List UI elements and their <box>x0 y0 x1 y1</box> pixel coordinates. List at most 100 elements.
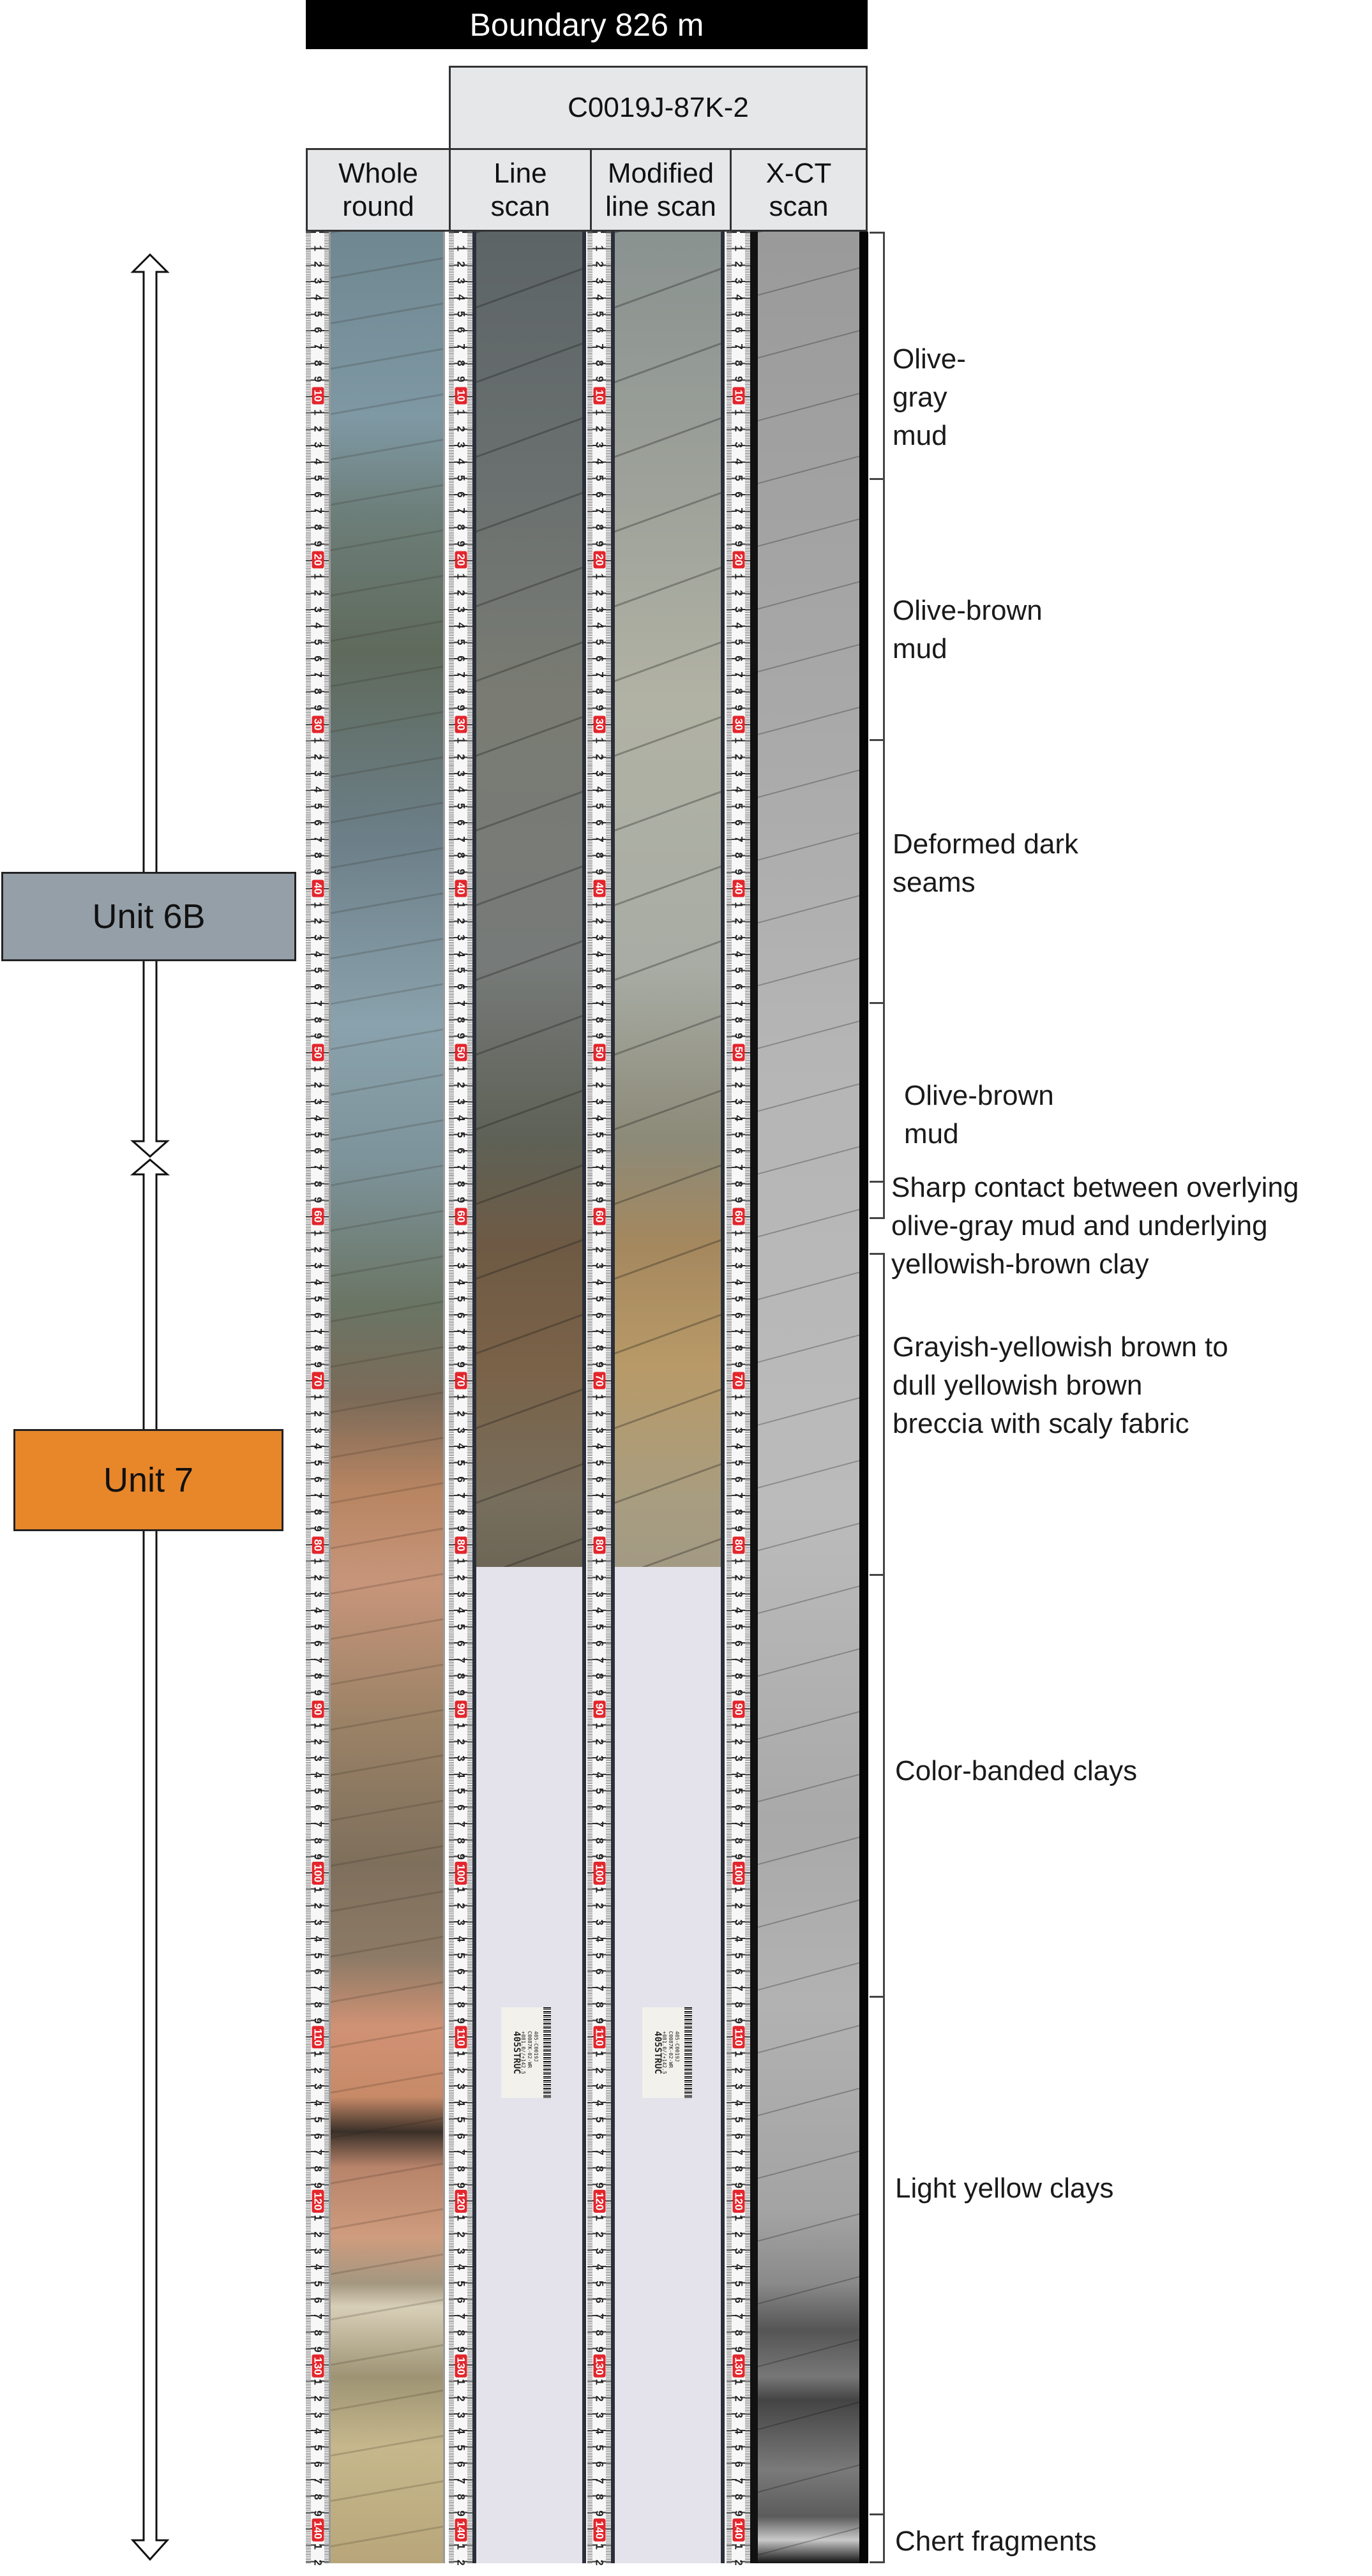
ruler-digit: 9 <box>732 540 744 547</box>
ruler-digit: 2 <box>455 2395 467 2402</box>
ruler-digit: 2 <box>455 425 467 432</box>
ruler-digit: 9 <box>455 2346 467 2353</box>
ruler-digit: 2 <box>732 1082 744 1089</box>
ruler-digit: 6 <box>455 1476 467 1483</box>
ruler-digit: 5 <box>455 1952 467 1959</box>
ruler-digit: 6 <box>593 1476 605 1483</box>
ruler-digit: 3 <box>593 1262 605 1269</box>
ruler-digit: 8 <box>312 1345 324 1351</box>
ruler-digit: 9 <box>593 1853 605 1860</box>
ruler-digit: 4 <box>312 2428 324 2435</box>
ruler-major-label: 130 <box>593 2354 605 2378</box>
ruler-digit: 2 <box>455 1411 467 1417</box>
ruler-digit: 8 <box>455 1016 467 1023</box>
ruler-digit: 7 <box>732 835 744 842</box>
ruler-digit: 1 <box>732 901 744 908</box>
ruler-digit: 5 <box>593 1296 605 1302</box>
ruler-digit: 4 <box>312 294 324 301</box>
ruler-major-label: 80 <box>593 1536 605 1554</box>
ruler-digit: 8 <box>455 1673 467 1680</box>
ruler-digit: 6 <box>593 820 605 826</box>
ruler-major-label: 60 <box>312 1208 324 1225</box>
ruler-digit: 8 <box>455 2494 467 2501</box>
ruler-major-label: 40 <box>732 880 744 897</box>
ruler-digit: 9 <box>593 376 605 383</box>
ruler-digit: 4 <box>593 950 605 957</box>
ruler-digit: 7 <box>732 1164 744 1171</box>
ruler-digit: 4 <box>732 1279 744 1285</box>
ruler-digit: 5 <box>455 639 467 645</box>
ruler-digit: 5 <box>455 1296 467 1302</box>
ruler-digit: 4 <box>312 458 324 465</box>
header-line: Modified <box>607 157 714 189</box>
ruler-digit: 1 <box>593 1230 605 1236</box>
ruler-digit: 3 <box>732 442 744 449</box>
ruler-digit: 7 <box>732 1328 744 1335</box>
ruler-digit: 1 <box>455 409 467 416</box>
ruler-digit: 8 <box>455 2166 467 2172</box>
ruler-digit: 7 <box>593 1985 605 1991</box>
ruler-digit: 1 <box>455 244 467 251</box>
ruler-digit: 4 <box>455 1607 467 1614</box>
ruler-digit: 4 <box>312 1771 324 1778</box>
ruler-digit: 2 <box>455 1082 467 1089</box>
interval-bracket <box>870 232 885 480</box>
ruler-digit: 5 <box>312 1131 324 1138</box>
header-line: Line <box>494 157 547 189</box>
ruler-major-label: 80 <box>312 1536 324 1554</box>
interval-bracket <box>870 1996 885 2515</box>
ruler-digit: 1 <box>593 1558 605 1565</box>
ruler-digit: 6 <box>312 1804 324 1811</box>
ruler-digit: 1 <box>455 1886 467 1893</box>
ruler-digit: 8 <box>732 2494 744 2501</box>
ruler-digit: 5 <box>732 1296 744 1302</box>
description-chert-fragments: Chert fragments <box>895 2526 1097 2557</box>
ruler-digit: 1 <box>455 1722 467 1729</box>
ruler-digit: 2 <box>312 1903 324 1910</box>
ruler-digit: 9 <box>732 2510 744 2517</box>
ruler-digit: 1 <box>593 2379 605 2386</box>
ruler-digit: 8 <box>732 1016 744 1023</box>
ruler-digit: 8 <box>455 1837 467 1844</box>
ruler-digit: 7 <box>593 835 605 842</box>
ruler-digit: 9 <box>732 1525 744 1532</box>
ruler-major-label: 80 <box>732 1536 744 1554</box>
unit-7-label: Unit 7 <box>13 1429 283 1531</box>
ruler-major-label: 20 <box>455 551 467 569</box>
ruler-digit: 7 <box>312 1000 324 1007</box>
ruler-digit: 4 <box>455 950 467 957</box>
ruler-digit: 7 <box>593 1821 605 1827</box>
ruler-major-label: 110 <box>593 2026 605 2049</box>
ruler-major-label: 140 <box>732 2518 744 2542</box>
ruler-digit: 9 <box>312 869 324 875</box>
ruler-digit: 6 <box>732 2296 744 2303</box>
ruler-digit: 6 <box>732 491 744 498</box>
ruler-digit: 9 <box>732 2346 744 2353</box>
ruler-digit: 9 <box>732 705 744 711</box>
ruler-digit: 7 <box>455 1492 467 1499</box>
ruler-digit: 7 <box>455 1821 467 1827</box>
ruler-digit: 6 <box>732 1476 744 1483</box>
ruler-digit: 6 <box>732 1148 744 1155</box>
ruler-digit: 4 <box>312 1607 324 1614</box>
ruler-digit: 9 <box>732 1853 744 1860</box>
ruler-digit: 5 <box>732 2445 744 2451</box>
ruler-digit: 5 <box>593 475 605 481</box>
ruler-digit: 2 <box>455 2231 467 2238</box>
interval-bracket <box>870 2513 885 2563</box>
ruler-digit: 8 <box>312 1673 324 1680</box>
ruler-digit: 8 <box>455 1181 467 1187</box>
ruler-digit: 7 <box>732 671 744 678</box>
ruler-digit: 8 <box>593 1016 605 1023</box>
ruler-digit: 8 <box>312 2166 324 2172</box>
ruler-digit: 8 <box>455 852 467 859</box>
ruler-digit: 9 <box>593 1033 605 1039</box>
ruler-digit: 9 <box>593 1525 605 1532</box>
ruler-digit: 1 <box>732 1886 744 1893</box>
ruler-digit: 1 <box>455 1065 467 1072</box>
ruler-digit: 5 <box>455 2116 467 2123</box>
ruler-digit: 2 <box>593 1411 605 1417</box>
ruler-digit: 4 <box>312 2100 324 2106</box>
